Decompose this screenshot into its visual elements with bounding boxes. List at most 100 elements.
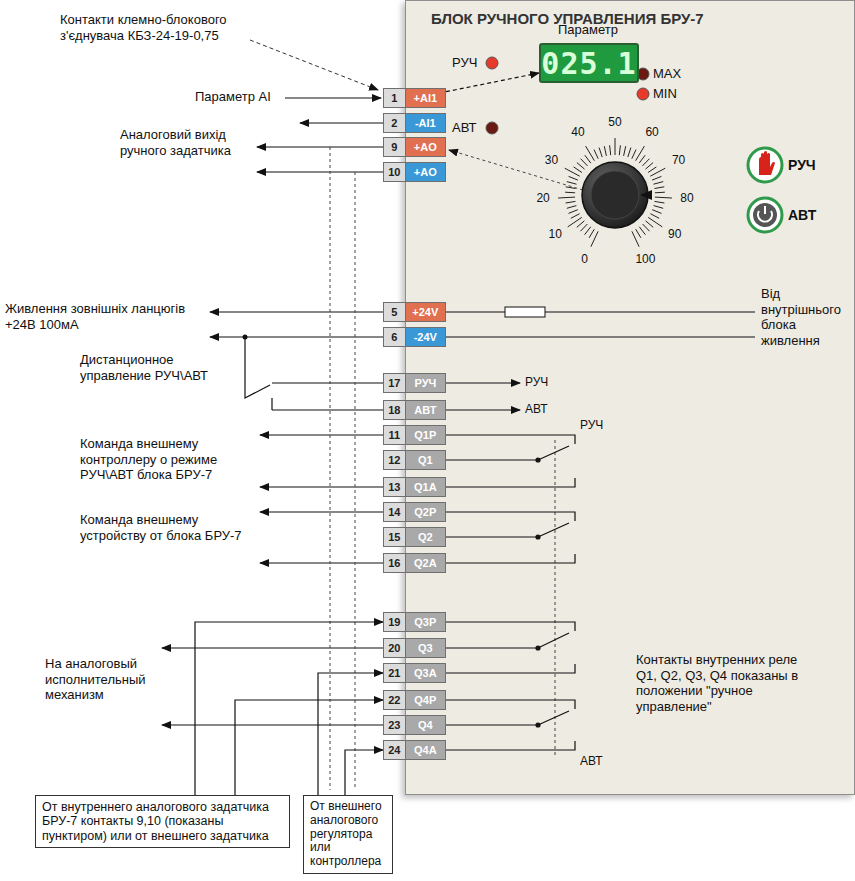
knob-scale — [604, 146, 606, 156]
annotation: На аналоговый исполнительный механизм — [45, 656, 163, 703]
signal-wire — [545, 311, 755, 312]
knob-scale — [632, 150, 636, 159]
relay-contact — [536, 723, 540, 727]
callout-leader — [250, 40, 378, 90]
knob-scale — [594, 150, 598, 159]
annotation: РУЧ — [580, 418, 624, 432]
signal-wire — [260, 486, 383, 487]
internal-dashed-link — [330, 147, 583, 790]
scale-number: 30 — [537, 153, 565, 167]
knob-scale — [639, 227, 645, 235]
knob-scale — [585, 227, 591, 235]
digital-display: 025.1 — [539, 43, 639, 83]
signal-connector — [195, 622, 383, 795]
knob-scale — [586, 146, 595, 161]
annotation: РУЧ — [525, 375, 569, 389]
display-value: 025.1 — [541, 46, 636, 81]
signal-connector — [345, 750, 383, 795]
signal-name: +AO — [406, 138, 445, 156]
knob-scale — [646, 163, 654, 170]
relay-contact — [445, 435, 575, 444]
signal-wire — [445, 311, 505, 312]
annotation: Дистанционное управление РУЧ\АВТ — [80, 352, 238, 383]
annotation: АВТ — [525, 402, 569, 416]
relay-contact — [538, 711, 569, 725]
source-box: От внешнего аналогового регулятора или к… — [303, 795, 393, 874]
relay-contact — [445, 700, 575, 709]
terminal-block: 18АВТ — [383, 400, 446, 420]
annotation: MAX — [653, 66, 693, 82]
signal-wire — [257, 146, 383, 147]
annotation: Живлення зовнішніх ланцюгів +24В 100мА — [5, 301, 203, 332]
annotation: Параметр AI — [195, 89, 283, 105]
annotation: РУЧ — [452, 55, 486, 71]
signal-name: Q2A — [406, 554, 445, 572]
signal-name: -AI1 — [406, 114, 445, 132]
box-text: От внешнего аналогового регулятора или к… — [310, 800, 386, 869]
knob-scale — [571, 214, 580, 219]
signal-name: Q2 — [406, 528, 445, 546]
annotation: АВТ — [452, 120, 486, 136]
signal-wire — [257, 171, 383, 172]
pin-number: 17 — [384, 374, 406, 392]
indicator-led — [637, 68, 649, 80]
indicator-led — [486, 57, 649, 134]
scale-number: 80 — [673, 191, 701, 205]
signal-name: Q2P — [406, 503, 445, 521]
pin-number: 22 — [384, 691, 406, 709]
terminal-block: 15Q2 — [383, 527, 446, 547]
signal-name: Q4 — [406, 716, 445, 734]
pin-number: 21 — [384, 664, 406, 682]
terminal-block: 23Q4 — [383, 715, 446, 735]
signal-name: +AO — [406, 163, 445, 181]
scale-number: 10 — [541, 227, 569, 241]
knob-scale — [652, 176, 661, 180]
relay-contact — [538, 446, 569, 460]
signal-wire — [245, 337, 270, 398]
pin-number: 5 — [384, 303, 406, 321]
annotation: АВТ — [788, 207, 844, 224]
relay-contact — [536, 458, 540, 462]
terminal-block: 2-AI1 — [383, 113, 446, 133]
signal-wire — [260, 434, 383, 435]
setpoint-knob — [582, 162, 648, 228]
signal-name: Q1P — [406, 426, 445, 444]
terminal-block: 9+AO — [383, 137, 446, 157]
scale-number: 100 — [631, 252, 659, 266]
pin-number: 2 — [384, 114, 406, 132]
setpoint-knob — [591, 171, 639, 219]
knob-scale — [655, 197, 672, 199]
annotation: Команда внешнему контроллеру о режиме РУ… — [80, 436, 252, 483]
signal-name: Q1A — [406, 478, 445, 496]
annotation: АВТ — [580, 754, 624, 768]
knob-scale — [565, 192, 575, 194]
scale-number: 40 — [564, 125, 592, 139]
signal-name: Q1 — [406, 451, 445, 469]
relay-contact — [445, 536, 538, 537]
knob-scale — [581, 224, 588, 231]
relay-contact — [445, 435, 575, 750]
scale-number: 0 — [571, 252, 599, 266]
internal-dashed-link — [355, 172, 356, 790]
knob-scale — [558, 197, 575, 199]
knob-scale — [650, 168, 665, 176]
terminal-block: 21Q3A — [383, 663, 446, 683]
indicator-led — [486, 57, 498, 69]
signal-name: Q4P — [406, 691, 445, 709]
terminal-block: 6-24V — [383, 327, 446, 347]
knob-scale — [650, 214, 659, 219]
relay-contact — [445, 664, 575, 673]
setpoint-knob — [640, 190, 652, 200]
scale-number: 70 — [665, 153, 693, 167]
knob-scale — [615, 138, 616, 155]
signal-name: Q3 — [406, 639, 445, 657]
internal-dashed-link — [330, 147, 331, 790]
terminal-block: 16Q2A — [383, 553, 446, 573]
knob-scale — [589, 229, 594, 238]
pin-number: 9 — [384, 138, 406, 156]
callout-leader — [250, 40, 378, 90]
pin-number: 18 — [384, 401, 406, 419]
signal-name: Q3A — [406, 664, 445, 682]
knob-scale — [577, 163, 585, 170]
signal-wire — [445, 409, 520, 410]
